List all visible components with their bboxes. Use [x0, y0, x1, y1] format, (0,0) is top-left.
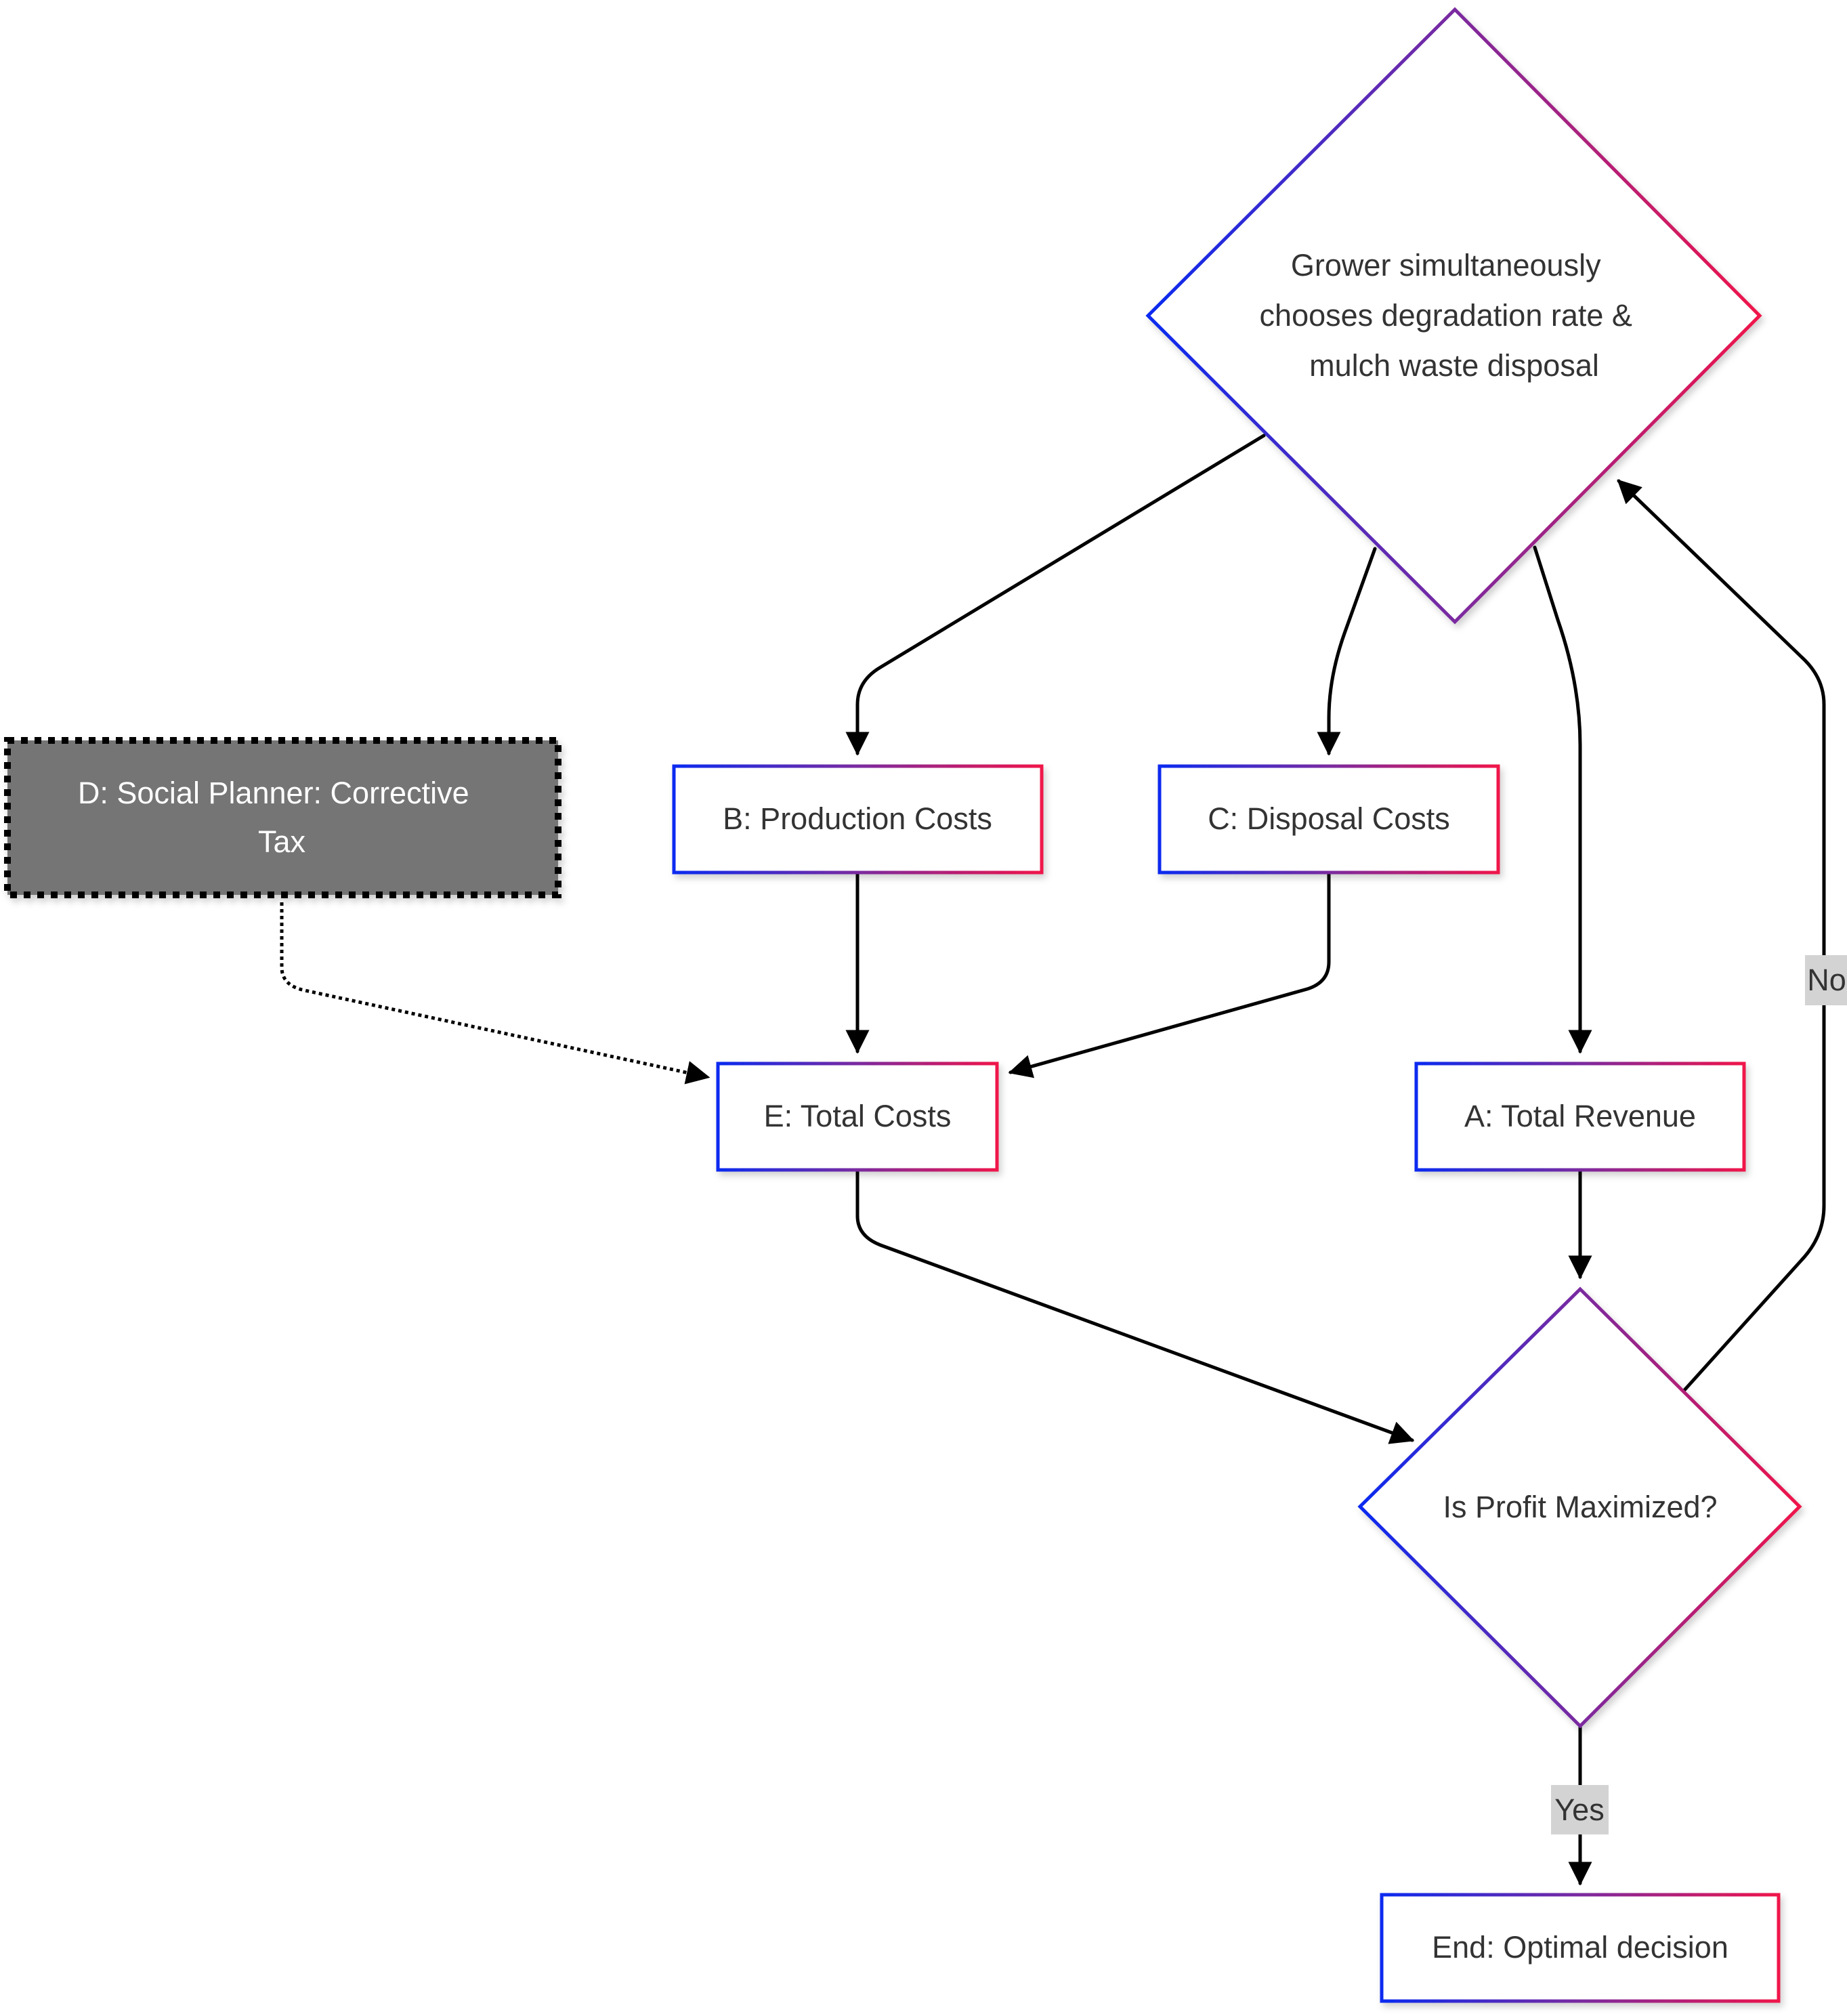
edge-decision-to-revenue	[1533, 545, 1592, 1054]
decision-grower-choice-shape	[1145, 7, 1762, 625]
decision-grower-choice-line-3: mulch waste disposal	[1309, 348, 1599, 383]
node-total-revenue-label: A: Total Revenue	[1464, 1099, 1696, 1133]
node-total-revenue-box	[1414, 1062, 1746, 1172]
node-end-label: End: Optimal decision	[1432, 1930, 1728, 1965]
decision-grower-choice-line-1: Grower simultaneously	[1291, 248, 1601, 282]
edge-label-yes-text: Yes	[1554, 1792, 1604, 1827]
edge-no-back-to-decision	[1617, 479, 1826, 1392]
decision-profit-maximized[interactable]	[1357, 1286, 1802, 1729]
node-production-costs-box	[672, 764, 1044, 875]
edge-label-yes: Yes	[1551, 1785, 1609, 1834]
node-social-planner-label: D: Social Planner: Corrective Tax	[78, 776, 477, 859]
node-social-planner-box	[4, 737, 561, 898]
edge-decision-to-production	[845, 434, 1266, 756]
decision-profit-maximized-shape	[1357, 1286, 1802, 1729]
decision-grower-choice[interactable]	[1145, 7, 1762, 625]
edge-label-no: No	[1805, 955, 1847, 1005]
decision-profit-maximized-label: Is Profit Maximized?	[1443, 1490, 1717, 1524]
node-production-costs[interactable]	[672, 764, 1044, 875]
node-social-planner[interactable]	[4, 737, 561, 898]
node-total-revenue[interactable]	[1414, 1062, 1746, 1172]
decision-grower-choice-line-2: chooses degradation rate &	[1260, 298, 1632, 333]
edge-disposal-to-total-costs	[1008, 872, 1331, 1078]
edge-social-planner-to-total-costs	[280, 902, 710, 1085]
edge-total-costs-to-profit-check	[855, 1169, 1415, 1444]
edge-decision-to-disposal	[1317, 547, 1377, 756]
node-social-planner-line-1: D: Social Planner: Corrective	[78, 776, 469, 810]
node-disposal-costs-box	[1158, 764, 1500, 875]
node-disposal-costs[interactable]	[1158, 764, 1500, 875]
node-disposal-costs-label: C: Disposal Costs	[1208, 801, 1450, 836]
node-end[interactable]	[1380, 1893, 1781, 2003]
node-social-planner-line-2: Tax	[258, 824, 306, 859]
edge-label-yes-background	[1551, 1785, 1609, 1834]
decision-grower-choice-label: Grower simultaneously chooses degradatio…	[1260, 248, 1641, 383]
node-end-box	[1380, 1893, 1781, 2003]
node-production-costs-label: B: Production Costs	[723, 801, 992, 836]
edge-label-no-text: No	[1807, 963, 1846, 997]
node-total-costs-box	[716, 1062, 999, 1172]
node-total-costs[interactable]	[716, 1062, 999, 1172]
edge-label-no-background	[1805, 955, 1847, 1005]
node-total-costs-label: E: Total Costs	[764, 1099, 952, 1133]
